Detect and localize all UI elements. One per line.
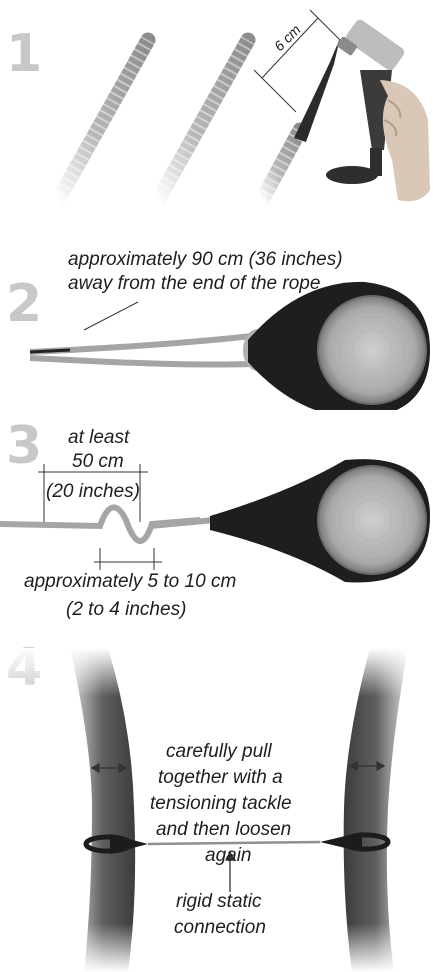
- rope-with-slack: [0, 507, 215, 541]
- step-1-illustration: [0, 0, 433, 230]
- rope-end-untreated: [58, 40, 148, 200]
- step-3-illustration: [0, 420, 433, 650]
- dimension-50cm: [38, 464, 148, 522]
- step-3-panel: 3 at least 50 cm (20 inches): [0, 420, 433, 650]
- tension-instruction-line-4: and then loosen: [156, 818, 291, 842]
- step-2-panel: 2 approximately 90 cm (36 inches) away f…: [0, 240, 433, 410]
- rope-end-taped: [158, 40, 248, 200]
- step-2-illustration: [0, 240, 433, 410]
- slack-length-line-1: approximately 5 to 10 cm: [24, 570, 236, 594]
- tension-instruction-line-3: tensioning tackle: [150, 792, 292, 816]
- tension-instruction-line-5: again: [205, 844, 252, 868]
- step-4-panel: 4: [0, 648, 433, 972]
- gas-torch-icon: [326, 18, 430, 202]
- step-1-panel: 1: [0, 0, 433, 230]
- rope-loop: [30, 332, 270, 368]
- tension-instruction-line-2: together with a: [158, 766, 283, 790]
- tension-instruction-line-1: carefully pull: [166, 740, 272, 764]
- dimension-5-10cm: [94, 548, 162, 570]
- slack-length-line-2: (2 to 4 inches): [66, 598, 186, 622]
- tree-cross-section: [318, 466, 426, 574]
- tree-cross-section: [318, 296, 426, 404]
- connection-label-line-1: rigid static: [176, 890, 262, 914]
- connection-label-line-2: connection: [174, 916, 266, 940]
- pointer-line: [84, 302, 138, 330]
